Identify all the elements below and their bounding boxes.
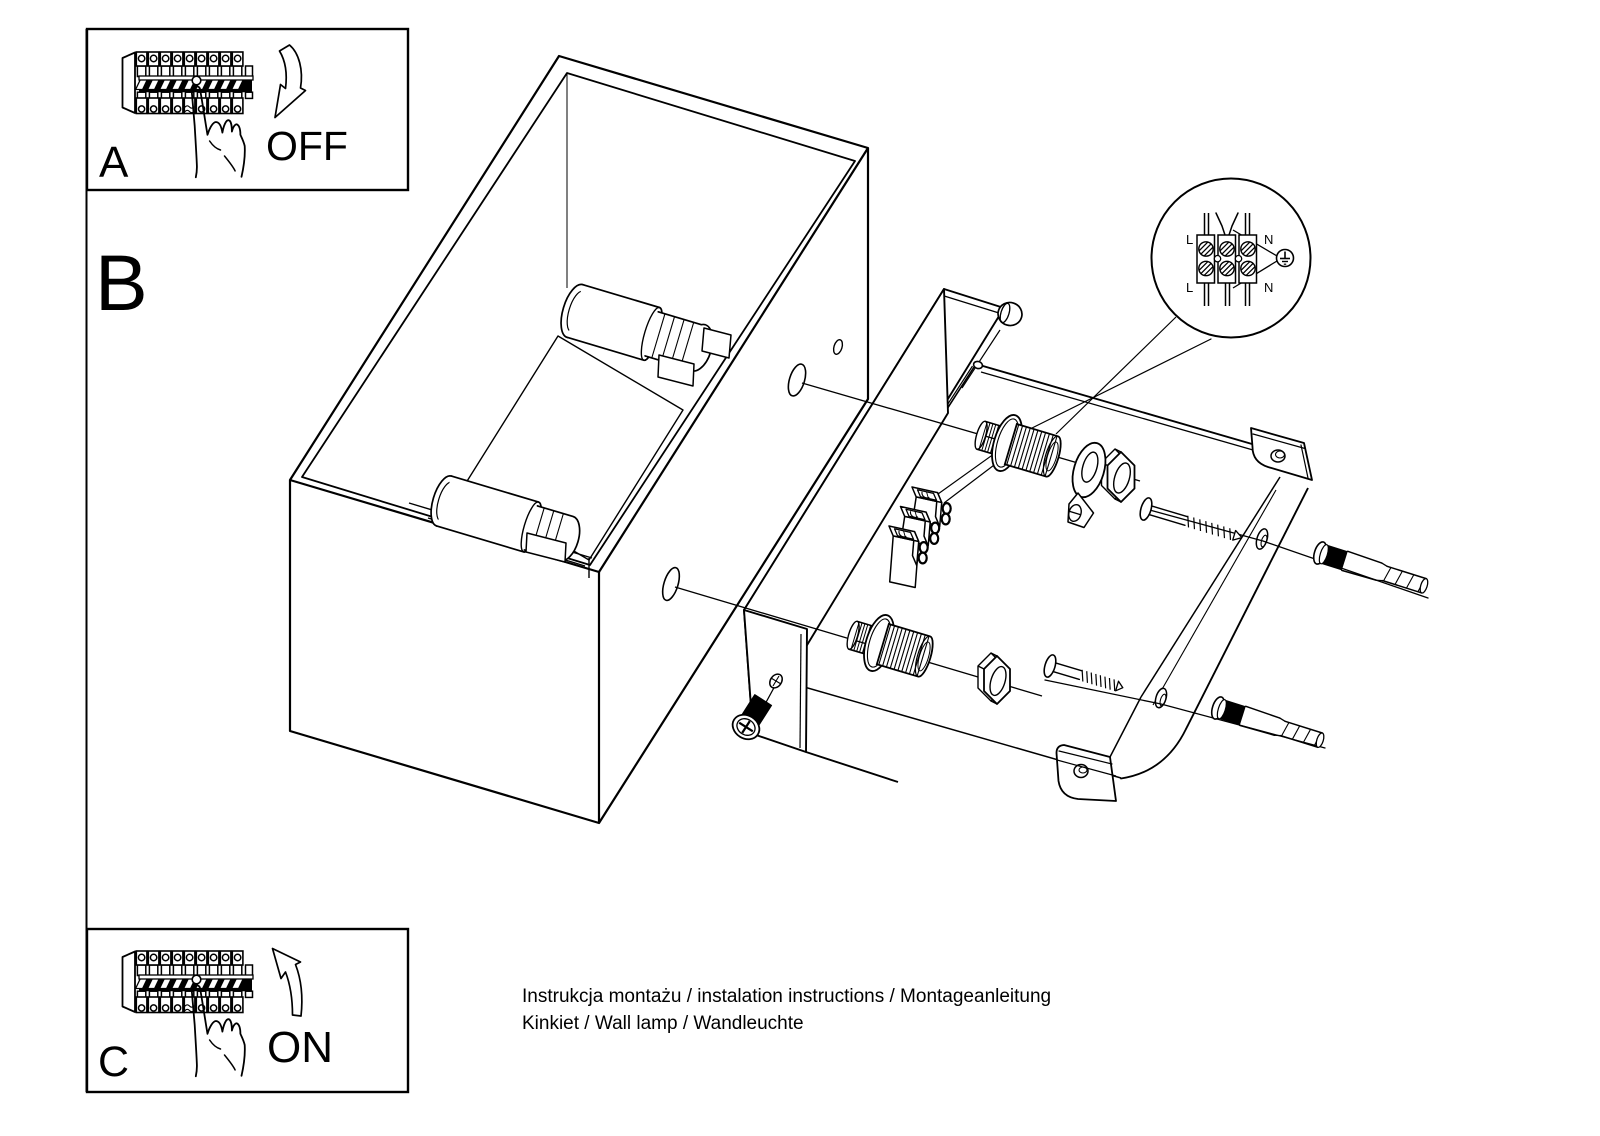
svg-text:Instrukcja montażu / instalati: Instrukcja montażu / instalation instruc… bbox=[522, 986, 1051, 1007]
svg-text:B: B bbox=[95, 238, 148, 327]
svg-text:OFF: OFF bbox=[266, 123, 348, 169]
svg-text:L: L bbox=[1186, 280, 1193, 295]
svg-text:A: A bbox=[99, 138, 129, 187]
svg-text:C: C bbox=[98, 1038, 129, 1086]
svg-text:N: N bbox=[1264, 280, 1273, 295]
svg-text:N: N bbox=[1264, 232, 1273, 247]
svg-text:Kinkiet / Wall lamp / Wandleuc: Kinkiet / Wall lamp / Wandleuchte bbox=[522, 1013, 804, 1034]
svg-text:ON: ON bbox=[267, 1023, 333, 1072]
svg-text:L: L bbox=[1186, 232, 1193, 247]
